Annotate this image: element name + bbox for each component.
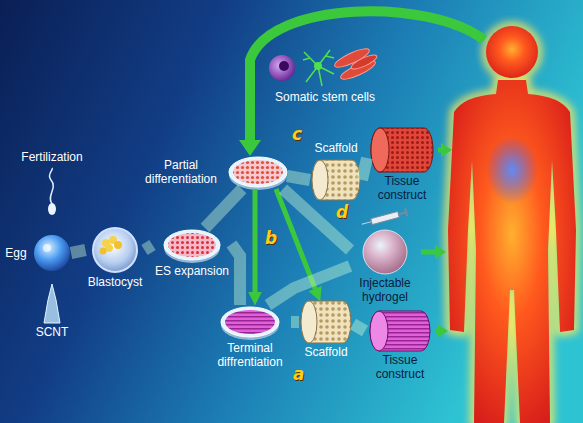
flow-band [283, 189, 350, 250]
stem-cell [269, 55, 295, 81]
connector-group [71, 158, 367, 331]
implant-arrow [421, 250, 437, 255]
node-label: SCNT [36, 325, 69, 339]
flow-band [71, 250, 86, 253]
egg-cell: Egg [5, 234, 71, 272]
node-label: Tissue construct [369, 174, 435, 203]
blastocyst-sphere [93, 228, 137, 272]
node-label: Fertilization [21, 150, 83, 164]
hydrogel-sphere: Injectable hydrogel [350, 230, 420, 305]
syringe [361, 208, 408, 228]
tissue-body [370, 311, 430, 351]
scaffold-end [312, 160, 328, 200]
blastocyst: Blastocyst [86, 227, 145, 290]
stem-cell-group: Somatic stem cells [268, 44, 382, 105]
path-letter: c [292, 126, 302, 143]
scaffold-end [301, 301, 317, 343]
body-chest-glow [486, 136, 538, 204]
hydrogel-sphere [363, 230, 407, 274]
tissue-end [370, 311, 388, 351]
flow-band [287, 176, 310, 180]
body-head [486, 26, 538, 78]
node-label: Terminal diffrentiation [211, 341, 289, 370]
scaffold-cylinder: Scaffold [310, 141, 362, 200]
path-letter: d [336, 204, 348, 221]
sperm-head [48, 203, 56, 215]
neuron-branches [303, 50, 334, 86]
scaffold-body [301, 301, 351, 343]
syringe-plunger [399, 212, 407, 214]
node-label: Partial differentiation [139, 158, 223, 187]
inner-cell [100, 248, 107, 255]
node-label: Scaffold [304, 345, 348, 359]
syringe-barrel [371, 211, 400, 224]
flow-band [362, 158, 367, 180]
egg-sphere [34, 235, 70, 271]
flow-band [145, 245, 153, 250]
tissue-body [371, 128, 433, 172]
fertilization-sperm: Fertilization [19, 150, 85, 215]
arrowhead [437, 324, 448, 338]
node-label: Scaffold [314, 141, 358, 155]
node-label: Blastocyst [88, 275, 143, 289]
flow-band [205, 189, 242, 228]
dish-cells [233, 160, 283, 184]
flow-band [268, 266, 350, 305]
scaffold-cylinder: Scaffold [299, 301, 353, 360]
human-figure [448, 26, 576, 423]
neuron [303, 50, 334, 86]
cell-nucleus [279, 61, 289, 71]
scaffold-body [312, 160, 360, 200]
syringe-plunger [405, 208, 407, 216]
arrowhead [239, 140, 261, 156]
arrowhead [435, 245, 446, 259]
node-label: Somatic stem cells [275, 90, 376, 104]
flow-band [232, 244, 241, 305]
syringe-needle [362, 222, 372, 225]
node-label: Tissue construct [367, 353, 433, 382]
tissue-end [371, 128, 389, 172]
tissue-construct: Tissue construct [365, 311, 435, 382]
arrowhead [441, 143, 452, 157]
dish-rim [164, 230, 220, 260]
culture-dish: Partial differentiation [139, 155, 287, 189]
body-glow [448, 80, 576, 423]
egg-nucleus [43, 244, 51, 252]
flow-arrow [253, 189, 258, 293]
culture-dish: ES expansion [153, 228, 232, 279]
path-letter: b [265, 230, 277, 247]
return-arrow [250, 11, 484, 142]
muscle-cell [350, 52, 379, 71]
node-label: Injectable hydrogel [352, 276, 418, 305]
dish-rim [221, 307, 279, 337]
pipette [44, 284, 60, 323]
scnt-pipette: SCNT [34, 283, 71, 340]
inner-cell [114, 241, 122, 249]
dish-cells [168, 233, 216, 257]
neuron-body [314, 62, 322, 70]
flow-band [291, 316, 299, 328]
body-glow [486, 26, 538, 78]
node-label: Egg [5, 246, 27, 260]
sperm-tail [49, 168, 53, 204]
path-letter: a [293, 366, 304, 383]
tissue-construct: Tissue construct [367, 128, 437, 203]
body-silhouette [448, 80, 576, 423]
node-label: ES expansion [155, 264, 230, 278]
dish-rim [229, 157, 287, 187]
flow-band [353, 324, 365, 331]
dish-cells [225, 310, 275, 334]
culture-dish: Terminal diffrentiation [209, 305, 291, 370]
